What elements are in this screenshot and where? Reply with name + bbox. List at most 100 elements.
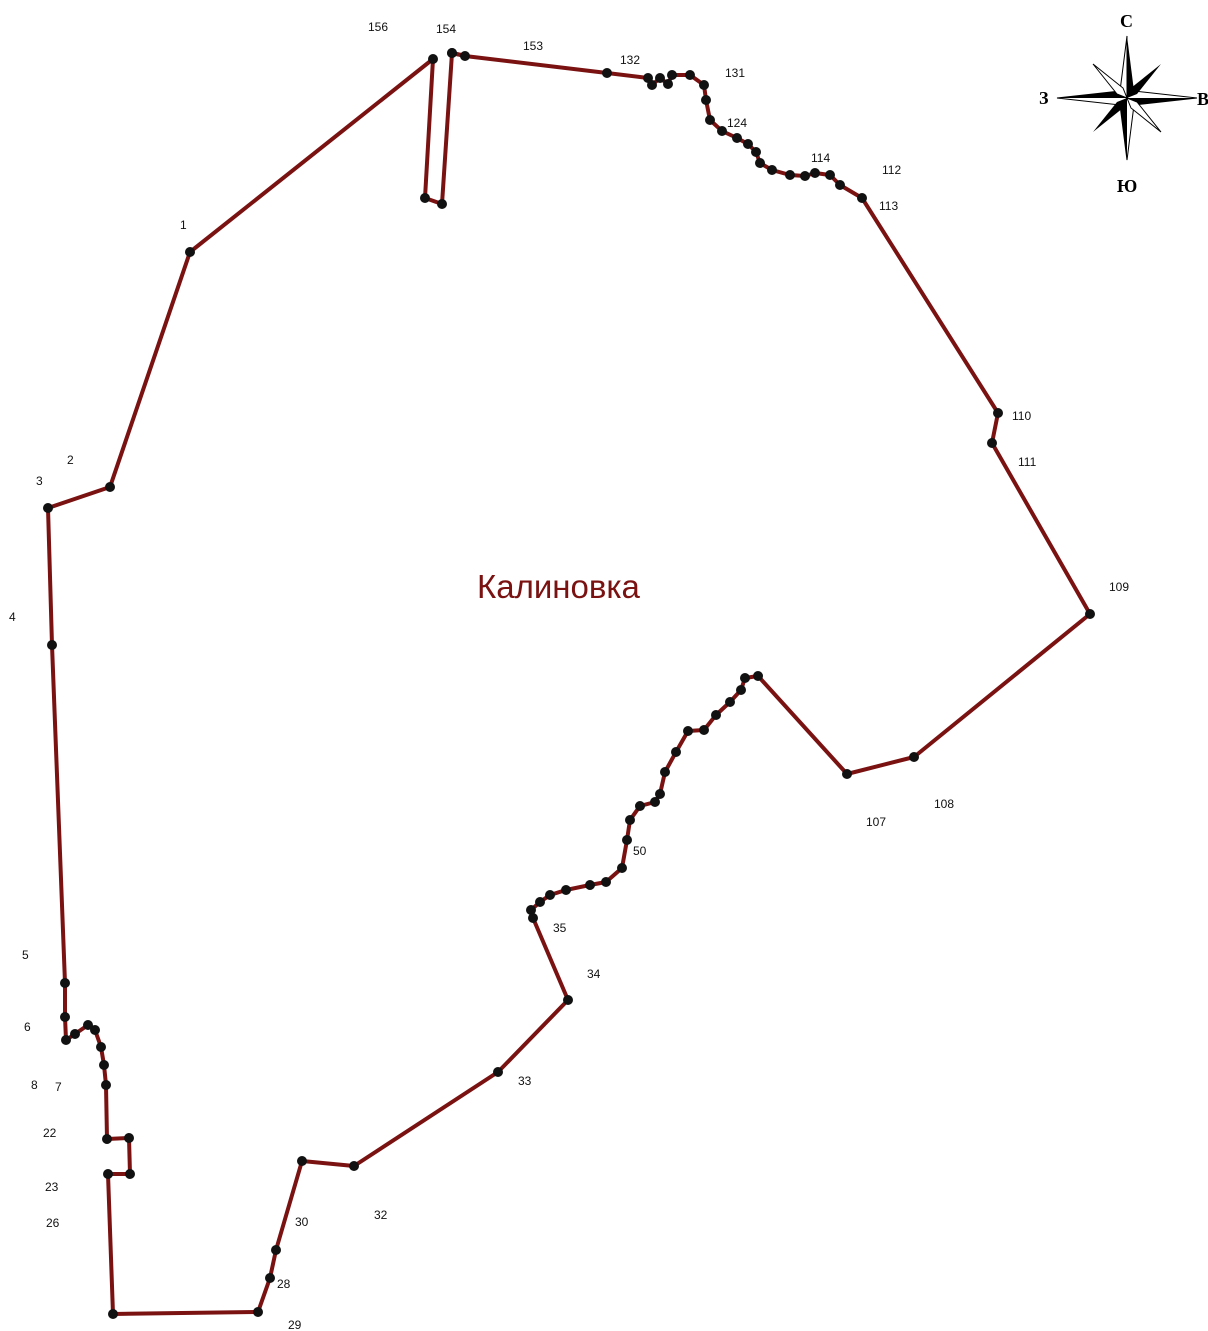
boundary-vertex — [83, 1020, 93, 1030]
boundary-vertex — [711, 710, 721, 720]
boundary-vertex — [767, 165, 777, 175]
boundary-vertex — [99, 1060, 109, 1070]
boundary-vertex — [90, 1025, 100, 1035]
point-label: 50 — [633, 844, 647, 858]
boundary-vertex — [785, 170, 795, 180]
boundary-vertex — [717, 126, 727, 136]
boundary-vertex — [647, 80, 657, 90]
point-label: 33 — [518, 1074, 532, 1088]
boundary-vertex — [61, 1035, 71, 1045]
boundary-vertex — [699, 725, 709, 735]
boundary-vertex — [585, 880, 595, 890]
point-label: 111 — [1018, 455, 1037, 469]
point-label: 30 — [295, 1215, 309, 1229]
boundary-vertex — [349, 1161, 359, 1171]
point-label: 5 — [22, 948, 29, 962]
boundary-vertices — [43, 48, 1095, 1319]
boundary-vertex — [732, 133, 742, 143]
boundary-vertex — [617, 863, 627, 873]
boundary-vertex — [185, 247, 195, 257]
boundary-vertex — [660, 767, 670, 777]
boundary-vertex — [460, 51, 470, 61]
point-label: 124 — [727, 116, 747, 130]
boundary-vertex — [800, 171, 810, 181]
point-label: 3 — [36, 474, 43, 488]
compass-east: В — [1197, 89, 1208, 109]
boundary-vertex — [447, 48, 457, 58]
boundary-vertex — [825, 170, 835, 180]
point-label: 112 — [882, 163, 901, 177]
boundary-vertex — [103, 1169, 113, 1179]
point-label: 113 — [879, 199, 898, 213]
boundary-vertex — [47, 640, 57, 650]
compass-north: С — [1120, 11, 1133, 31]
point-label: 35 — [553, 921, 567, 935]
boundary-vertex — [857, 193, 867, 203]
boundary-vertex — [701, 95, 711, 105]
boundary-vertex — [125, 1169, 135, 1179]
boundary-vertex — [102, 1134, 112, 1144]
point-label: 131 — [725, 66, 745, 80]
boundary-vertex — [655, 789, 665, 799]
point-label: 110 — [1012, 409, 1031, 423]
boundary-vertex — [810, 168, 820, 178]
boundary-vertex — [101, 1080, 111, 1090]
point-label: 153 — [523, 39, 543, 53]
boundary-vertex — [743, 139, 753, 149]
boundary-vertex — [124, 1133, 134, 1143]
boundary-vertex — [43, 503, 53, 513]
point-label: 29 — [288, 1318, 302, 1331]
boundary-vertex — [535, 897, 545, 907]
boundary-vertex — [271, 1245, 281, 1255]
point-label: 114 — [811, 151, 830, 165]
boundary-vertex — [563, 995, 573, 1005]
boundary-vertex — [909, 752, 919, 762]
boundary-vertex — [705, 115, 715, 125]
boundary-vertex — [625, 815, 635, 825]
point-label: 107 — [866, 815, 886, 829]
boundary-line — [46, 51, 1092, 1316]
boundary-vertex — [683, 726, 693, 736]
boundary-vertex — [753, 671, 763, 681]
compass-west: З — [1039, 88, 1049, 108]
boundary-vertex — [108, 1309, 118, 1319]
point-label: 32 — [374, 1208, 388, 1222]
point-label: 108 — [934, 797, 954, 811]
boundary-vertex — [602, 68, 612, 78]
boundary-vertex — [667, 70, 677, 80]
boundary-vertex — [751, 147, 761, 157]
boundary-vertex — [70, 1029, 80, 1039]
boundary-vertex — [655, 73, 665, 83]
boundary-vertex — [740, 673, 750, 683]
boundary-vertex — [842, 769, 852, 779]
boundary-vertex — [297, 1156, 307, 1166]
boundary-vertex — [265, 1273, 275, 1283]
boundary-vertex — [60, 978, 70, 988]
point-label: 156 — [368, 20, 388, 34]
boundary-vertex — [60, 1012, 70, 1022]
compass-rose-icon: С Ю В З — [1039, 11, 1208, 196]
compass-south: Ю — [1117, 176, 1137, 196]
boundary-vertex — [671, 747, 681, 757]
boundary-vertex — [253, 1307, 263, 1317]
point-label: 23 — [45, 1180, 59, 1194]
boundary-vertex — [96, 1042, 106, 1052]
boundary-vertex — [1085, 609, 1095, 619]
boundary-vertex — [699, 80, 709, 90]
boundary-vertex — [528, 913, 538, 923]
boundary-vertex — [493, 1067, 503, 1077]
point-label: 6 — [24, 1020, 31, 1034]
boundary-vertex — [685, 70, 695, 80]
boundary-vertex — [420, 193, 430, 203]
point-label: 2 — [67, 453, 74, 467]
point-label: 34 — [587, 967, 601, 981]
point-label: 7 — [55, 1080, 62, 1094]
point-label: 1 — [180, 218, 187, 232]
boundary-vertex — [725, 697, 735, 707]
point-label: 22 — [43, 1126, 57, 1140]
point-label: 26 — [46, 1216, 60, 1230]
boundary-vertex — [650, 797, 660, 807]
boundary-vertex — [105, 482, 115, 492]
boundary-vertex — [635, 801, 645, 811]
